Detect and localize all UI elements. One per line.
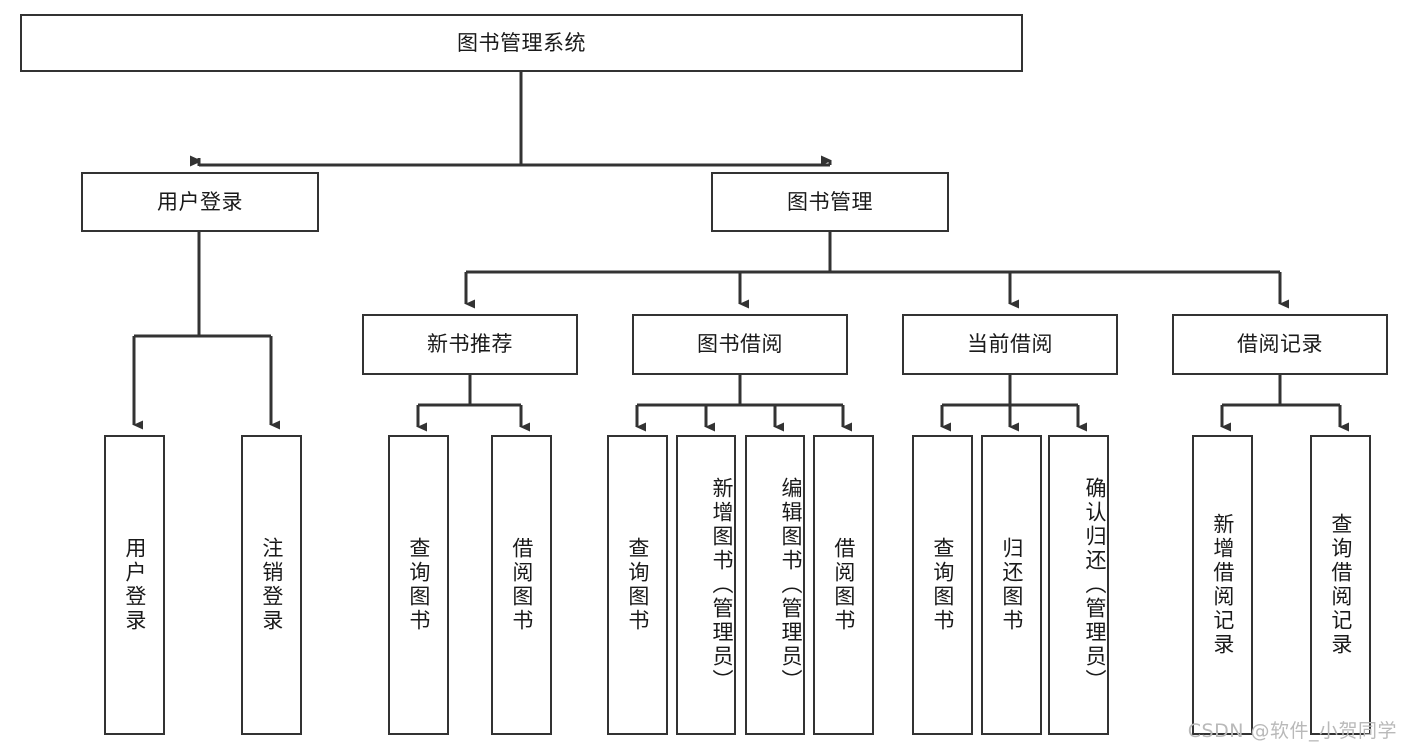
leaf-label: 新增借阅记录 [1210, 513, 1235, 657]
node-borrow-record[interactable]: 借阅记录 [1172, 314, 1388, 375]
leaf-new-book-borrow-book[interactable]: 借阅图书 [491, 435, 552, 735]
leaf-borrow-record-query-record[interactable]: 查询借阅记录 [1310, 435, 1371, 735]
leaf-label: 确认归还（管理员） [1083, 477, 1107, 693]
leaf-current-borrow-return-book[interactable]: 归还图书 [981, 435, 1042, 735]
leaf-label: 用户登录 [122, 537, 147, 633]
node-new-book-recommend[interactable]: 新书推荐 [362, 314, 578, 375]
node-book-management-label: 图书管理 [787, 189, 873, 214]
node-current-borrow-label: 当前借阅 [967, 332, 1053, 357]
leaf-label: 新增图书（管理员） [710, 477, 734, 693]
node-root-label: 图书管理系统 [457, 30, 586, 55]
leaf-label: 借阅图书 [509, 537, 534, 633]
leaf-label: 归还图书 [999, 537, 1024, 633]
node-borrow-record-label: 借阅记录 [1237, 332, 1323, 357]
leaf-book-borrow-borrow-book[interactable]: 借阅图书 [813, 435, 874, 735]
leaf-new-book-query-book[interactable]: 查询图书 [388, 435, 449, 735]
leaf-label: 查询图书 [406, 537, 431, 633]
node-new-book-recommend-label: 新书推荐 [427, 332, 513, 357]
leaf-book-borrow-query-book[interactable]: 查询图书 [607, 435, 668, 735]
leaf-user-login-login[interactable]: 用户登录 [104, 435, 165, 735]
leaf-user-login-logout[interactable]: 注销登录 [241, 435, 302, 735]
node-book-borrow-label: 图书借阅 [697, 332, 783, 357]
leaf-label: 查询借阅记录 [1328, 513, 1353, 657]
leaf-label: 借阅图书 [831, 537, 856, 633]
node-root-book-management-system[interactable]: 图书管理系统 [20, 14, 1023, 72]
leaf-current-borrow-confirm-return-admin[interactable]: 确认归还（管理员） [1048, 435, 1109, 735]
node-book-management[interactable]: 图书管理 [711, 172, 949, 232]
leaf-book-borrow-edit-book-admin[interactable]: 编辑图书（管理员） [745, 435, 805, 735]
leaf-book-borrow-add-book-admin[interactable]: 新增图书（管理员） [676, 435, 736, 735]
leaf-label: 查询图书 [930, 537, 955, 633]
node-current-borrow[interactable]: 当前借阅 [902, 314, 1118, 375]
leaf-label: 查询图书 [625, 537, 650, 633]
csdn-watermark: CSDN @软件_小贺同学 [1187, 720, 1397, 742]
node-user-login-label: 用户登录 [157, 189, 243, 214]
node-user-login[interactable]: 用户登录 [81, 172, 319, 232]
leaf-borrow-record-add-record[interactable]: 新增借阅记录 [1192, 435, 1253, 735]
leaf-label: 编辑图书（管理员） [779, 477, 803, 693]
leaf-label: 注销登录 [259, 537, 284, 633]
node-book-borrow[interactable]: 图书借阅 [632, 314, 848, 375]
leaf-current-borrow-query-book[interactable]: 查询图书 [912, 435, 973, 735]
